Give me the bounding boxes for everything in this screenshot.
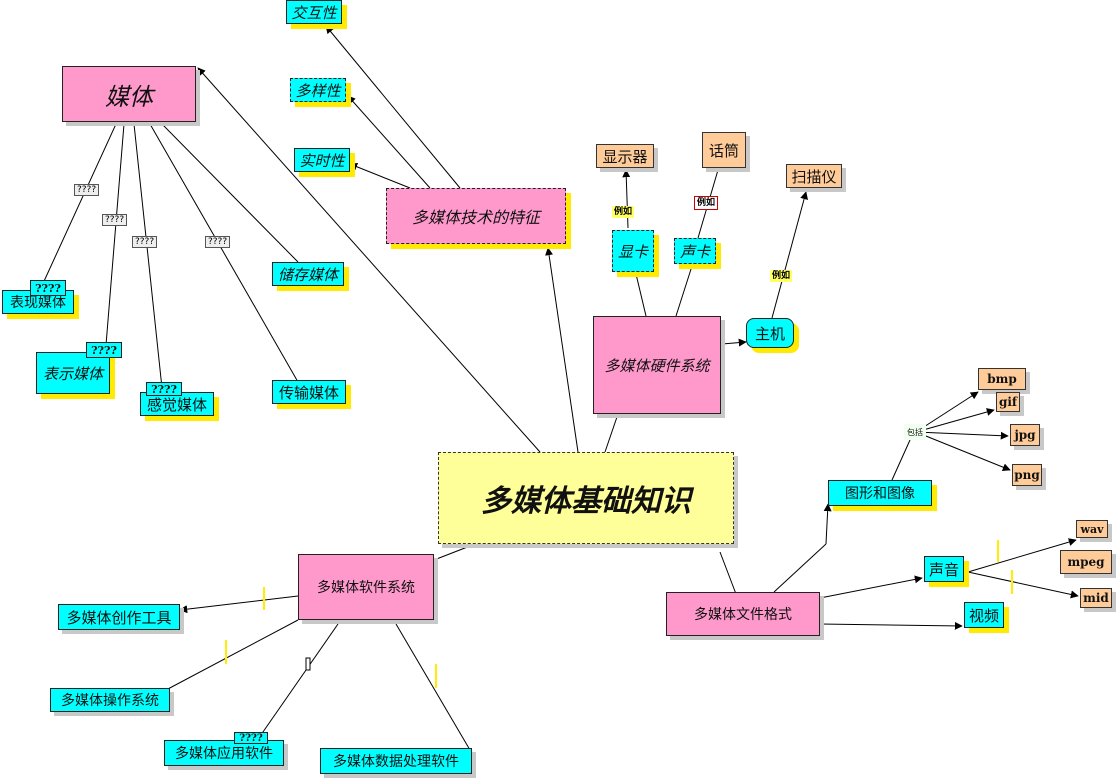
example-monitor[interactable]: 显示器 bbox=[596, 144, 654, 168]
example-scanner[interactable]: 扫描仪 bbox=[786, 164, 842, 188]
software-applications[interactable]: 多媒体应用软件 bbox=[164, 740, 284, 766]
media-child-perception[interactable]: 感觉媒体 bbox=[140, 392, 214, 416]
format-sound[interactable]: 声音 bbox=[924, 556, 964, 582]
format-graphics-images[interactable]: 图形和图像 bbox=[828, 480, 932, 506]
media-child-representation[interactable]: 表示媒体 bbox=[36, 352, 110, 394]
feature-realtime[interactable]: 实时性 bbox=[294, 148, 350, 172]
center-topic[interactable]: 多媒体基础知识 bbox=[438, 452, 734, 544]
example-tag-2: 例如 bbox=[694, 196, 719, 210]
image-format-png[interactable]: png bbox=[1012, 464, 1042, 486]
media-child-overlay-2: ???? bbox=[86, 342, 122, 358]
example-tag-1: 例如 bbox=[612, 206, 635, 218]
hardware-graphics-card[interactable]: 显卡 bbox=[612, 230, 654, 272]
image-format-jpg[interactable]: jpg bbox=[1010, 424, 1040, 446]
media-link-label-3: ???? bbox=[132, 236, 158, 248]
software-operating-system[interactable]: 多媒体操作系统 bbox=[50, 688, 170, 712]
example-microphone[interactable]: 话筒 bbox=[702, 132, 746, 168]
image-format-gif[interactable]: gif bbox=[996, 392, 1020, 412]
media-link-label-2: ???? bbox=[102, 214, 128, 226]
hardware-host[interactable]: 主机 bbox=[746, 318, 794, 348]
feature-interactivity[interactable]: 交互性 bbox=[286, 0, 342, 24]
media-child-storage[interactable]: 储存媒体 bbox=[272, 262, 344, 286]
includes-tag: 包括 bbox=[904, 424, 926, 440]
sound-format-mid[interactable]: mid bbox=[1080, 588, 1112, 608]
software-child-overlay: ???? bbox=[234, 732, 268, 744]
media-link-label-4: ???? bbox=[205, 236, 231, 248]
sound-format-wav[interactable]: wav bbox=[1076, 520, 1108, 538]
features-node[interactable]: 多媒体技术的特征 bbox=[386, 188, 566, 244]
hardware-node[interactable]: 多媒体硬件系统 bbox=[593, 316, 721, 414]
software-data-processing[interactable]: 多媒体数据处理软件 bbox=[320, 748, 472, 774]
media-link-label-1: ???? bbox=[74, 184, 100, 196]
media-child-overlay-1: ???? bbox=[30, 280, 66, 296]
format-video[interactable]: 视频 bbox=[964, 602, 1004, 628]
software-node[interactable]: 多媒体软件系统 bbox=[298, 554, 434, 620]
media-node[interactable]: 媒体 bbox=[62, 66, 196, 122]
hardware-sound-card[interactable]: 声卡 bbox=[674, 238, 716, 264]
image-format-bmp[interactable]: bmp bbox=[978, 368, 1026, 390]
feature-diversity[interactable]: 多样性 bbox=[290, 78, 346, 102]
sound-format-mpeg[interactable]: mpeg bbox=[1060, 550, 1112, 574]
media-child-transmission[interactable]: 传输媒体 bbox=[272, 380, 346, 404]
formats-node[interactable]: 多媒体文件格式 bbox=[666, 592, 820, 636]
software-authoring-tools[interactable]: 多媒体创作工具 bbox=[58, 604, 180, 630]
media-child-overlay-3: ???? bbox=[146, 382, 182, 396]
example-tag-3: 例如 bbox=[770, 270, 793, 282]
